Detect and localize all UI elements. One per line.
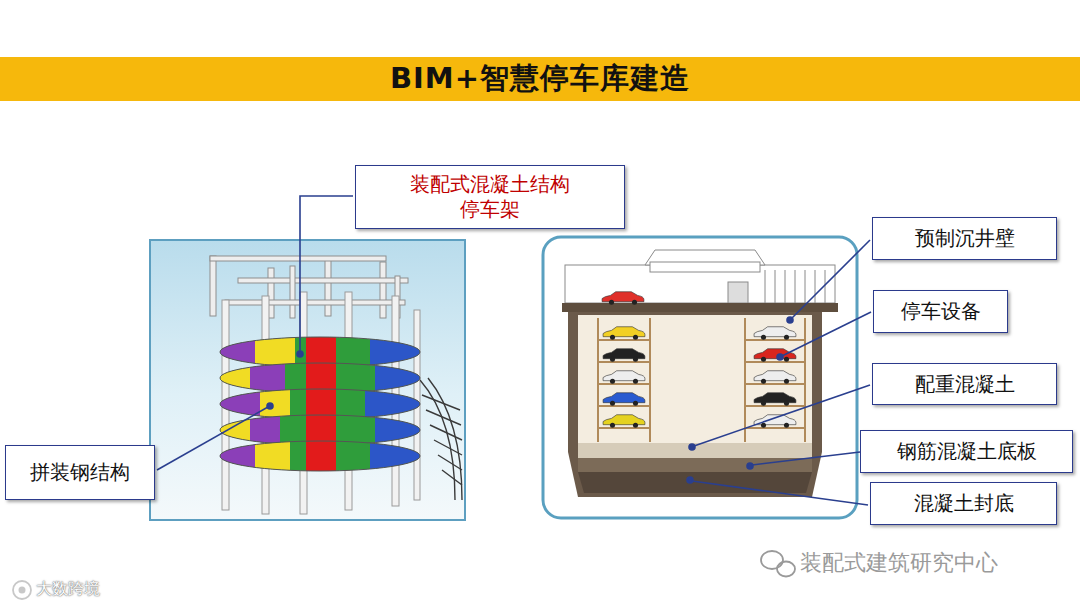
label-box: 配重混凝土 — [872, 363, 1057, 405]
shaft-section-picture-part — [578, 458, 812, 472]
shaft-section-picture-part — [754, 415, 796, 428]
tower-picture-part-part — [290, 266, 295, 318]
label-box: 停车设备 — [873, 290, 1008, 333]
floor-plates — [220, 336, 420, 472]
shaft-section-picture-part-part — [745, 340, 805, 428]
floor-plates-part-part-part — [220, 440, 420, 472]
tower-picture-part-part — [210, 256, 216, 316]
label-text: 钢筋混凝土底板 — [897, 439, 1037, 464]
tower-picture-part — [420, 378, 462, 500]
shaft-section-picture-part — [754, 327, 796, 340]
leader-lines-part — [782, 312, 871, 356]
label-text: 配重混凝土 — [915, 372, 1015, 397]
watermark-icons — [13, 551, 795, 599]
tower-picture-part-part — [422, 395, 462, 485]
tower-picture-part-part — [325, 258, 331, 316]
tower-picture-part-part — [420, 380, 455, 500]
label-box: 拼装钢结构 — [5, 445, 155, 500]
shaft-section-picture-part — [603, 371, 645, 384]
floor-plates-part-part-part — [255, 440, 290, 472]
leader-lines-part — [777, 354, 783, 360]
leader-lines-part — [689, 444, 695, 450]
floor-plates-part-part — [220, 441, 420, 471]
label-box: 混凝土封底 — [870, 482, 1057, 525]
leader-lines-part — [297, 351, 303, 357]
title-bar: BIM+智慧停车库建造 — [0, 57, 1080, 101]
shaft-section-picture-part-part — [728, 282, 748, 303]
floor-plates-part-part-part — [375, 362, 420, 394]
shaft-section-picture-part — [603, 327, 645, 340]
shaft-section-picture-part-part — [598, 340, 650, 428]
floor-plates-part-part-part — [370, 440, 420, 472]
floor-plates-part-part-part — [260, 388, 290, 420]
label-text: 停车设备 — [901, 299, 981, 324]
label-text: 混凝土封底 — [914, 491, 1014, 516]
leader-lines-part — [157, 407, 268, 470]
shaft-section-picture-part-part — [650, 262, 760, 272]
shaft-section-picture-part — [543, 237, 857, 518]
label-text: 预制沉井壁 — [915, 226, 1015, 251]
label-text: 拼装钢结构 — [30, 460, 130, 485]
shaft-section-picture-part — [754, 371, 796, 384]
label-box: 预制沉井壁 — [872, 217, 1057, 260]
shaft-section-picture-part — [568, 312, 822, 497]
floor-plates-part-part-part — [306, 440, 336, 472]
floor-plates-part-part-part — [220, 440, 255, 472]
shaft-section-picture-part — [565, 250, 835, 303]
label-box: 装配式混凝土结构 停车架 — [355, 165, 625, 229]
shaft-section-picture-part-part — [598, 318, 805, 442]
watermark-icons-part — [761, 551, 783, 569]
shaft-section-picture-part — [603, 415, 645, 428]
tower-picture-part — [150, 240, 465, 520]
watermark-icons-part — [777, 562, 795, 577]
watermark-text: 装配式建筑研究中心 — [800, 548, 998, 578]
floor-plates-part-part-part — [220, 414, 250, 446]
leader-lines-part — [687, 477, 693, 483]
watermark-text: 大数跨境 — [36, 579, 100, 600]
label-text: 装配式混凝土结构 停车架 — [400, 172, 580, 222]
leader-lines-part — [267, 403, 273, 409]
shaft-section-picture-part-part — [765, 270, 825, 303]
floor-plates-part-part-part — [375, 414, 420, 446]
shaft-section-picture-part — [603, 393, 645, 406]
leader-lines-part — [752, 452, 860, 465]
tower-picture-part-part — [238, 278, 408, 283]
label-box: 钢筋混凝土底板 — [860, 430, 1073, 473]
leader-lines-part — [792, 240, 870, 318]
shaft-section-picture-part — [754, 393, 796, 406]
watermark-icons-part — [13, 581, 31, 599]
leader-lines-part — [694, 385, 870, 446]
shaft-section-picture-part — [562, 303, 838, 312]
leader-lines-part — [787, 317, 793, 323]
watermark-icons-part — [19, 587, 26, 594]
shaft-section-picture — [543, 237, 857, 518]
floor-plates-part-part-part — [220, 362, 250, 394]
floor-plates-part-part-part — [370, 336, 420, 368]
floor-plates-part-part — [220, 440, 420, 472]
tower-picture-part — [210, 256, 408, 318]
leader-lines-part — [747, 463, 753, 469]
leader-lines-part — [300, 196, 353, 352]
page-title: BIM+智慧停车库建造 — [390, 59, 690, 99]
floor-plates-part-part-part — [220, 336, 255, 368]
floor-plates-part-part-part — [365, 388, 420, 420]
shaft-section-picture-part — [578, 315, 812, 443]
tower-picture-part-part — [380, 262, 386, 318]
shaft-section-picture-part — [598, 318, 805, 442]
tower-picture-part-part — [225, 300, 405, 305]
leader-lines — [157, 196, 871, 505]
shaft-section-picture-part — [754, 349, 796, 362]
floor-plates-part — [220, 440, 420, 472]
shaft-section-picture-part — [603, 349, 645, 362]
tower-picture — [150, 240, 465, 520]
leader-lines-part — [692, 481, 868, 505]
shaft-section-picture-part — [602, 292, 644, 305]
shaft-section-picture-part — [578, 472, 812, 493]
tower-picture-part-part — [210, 256, 386, 261]
shaft-section-picture-part — [578, 443, 812, 458]
